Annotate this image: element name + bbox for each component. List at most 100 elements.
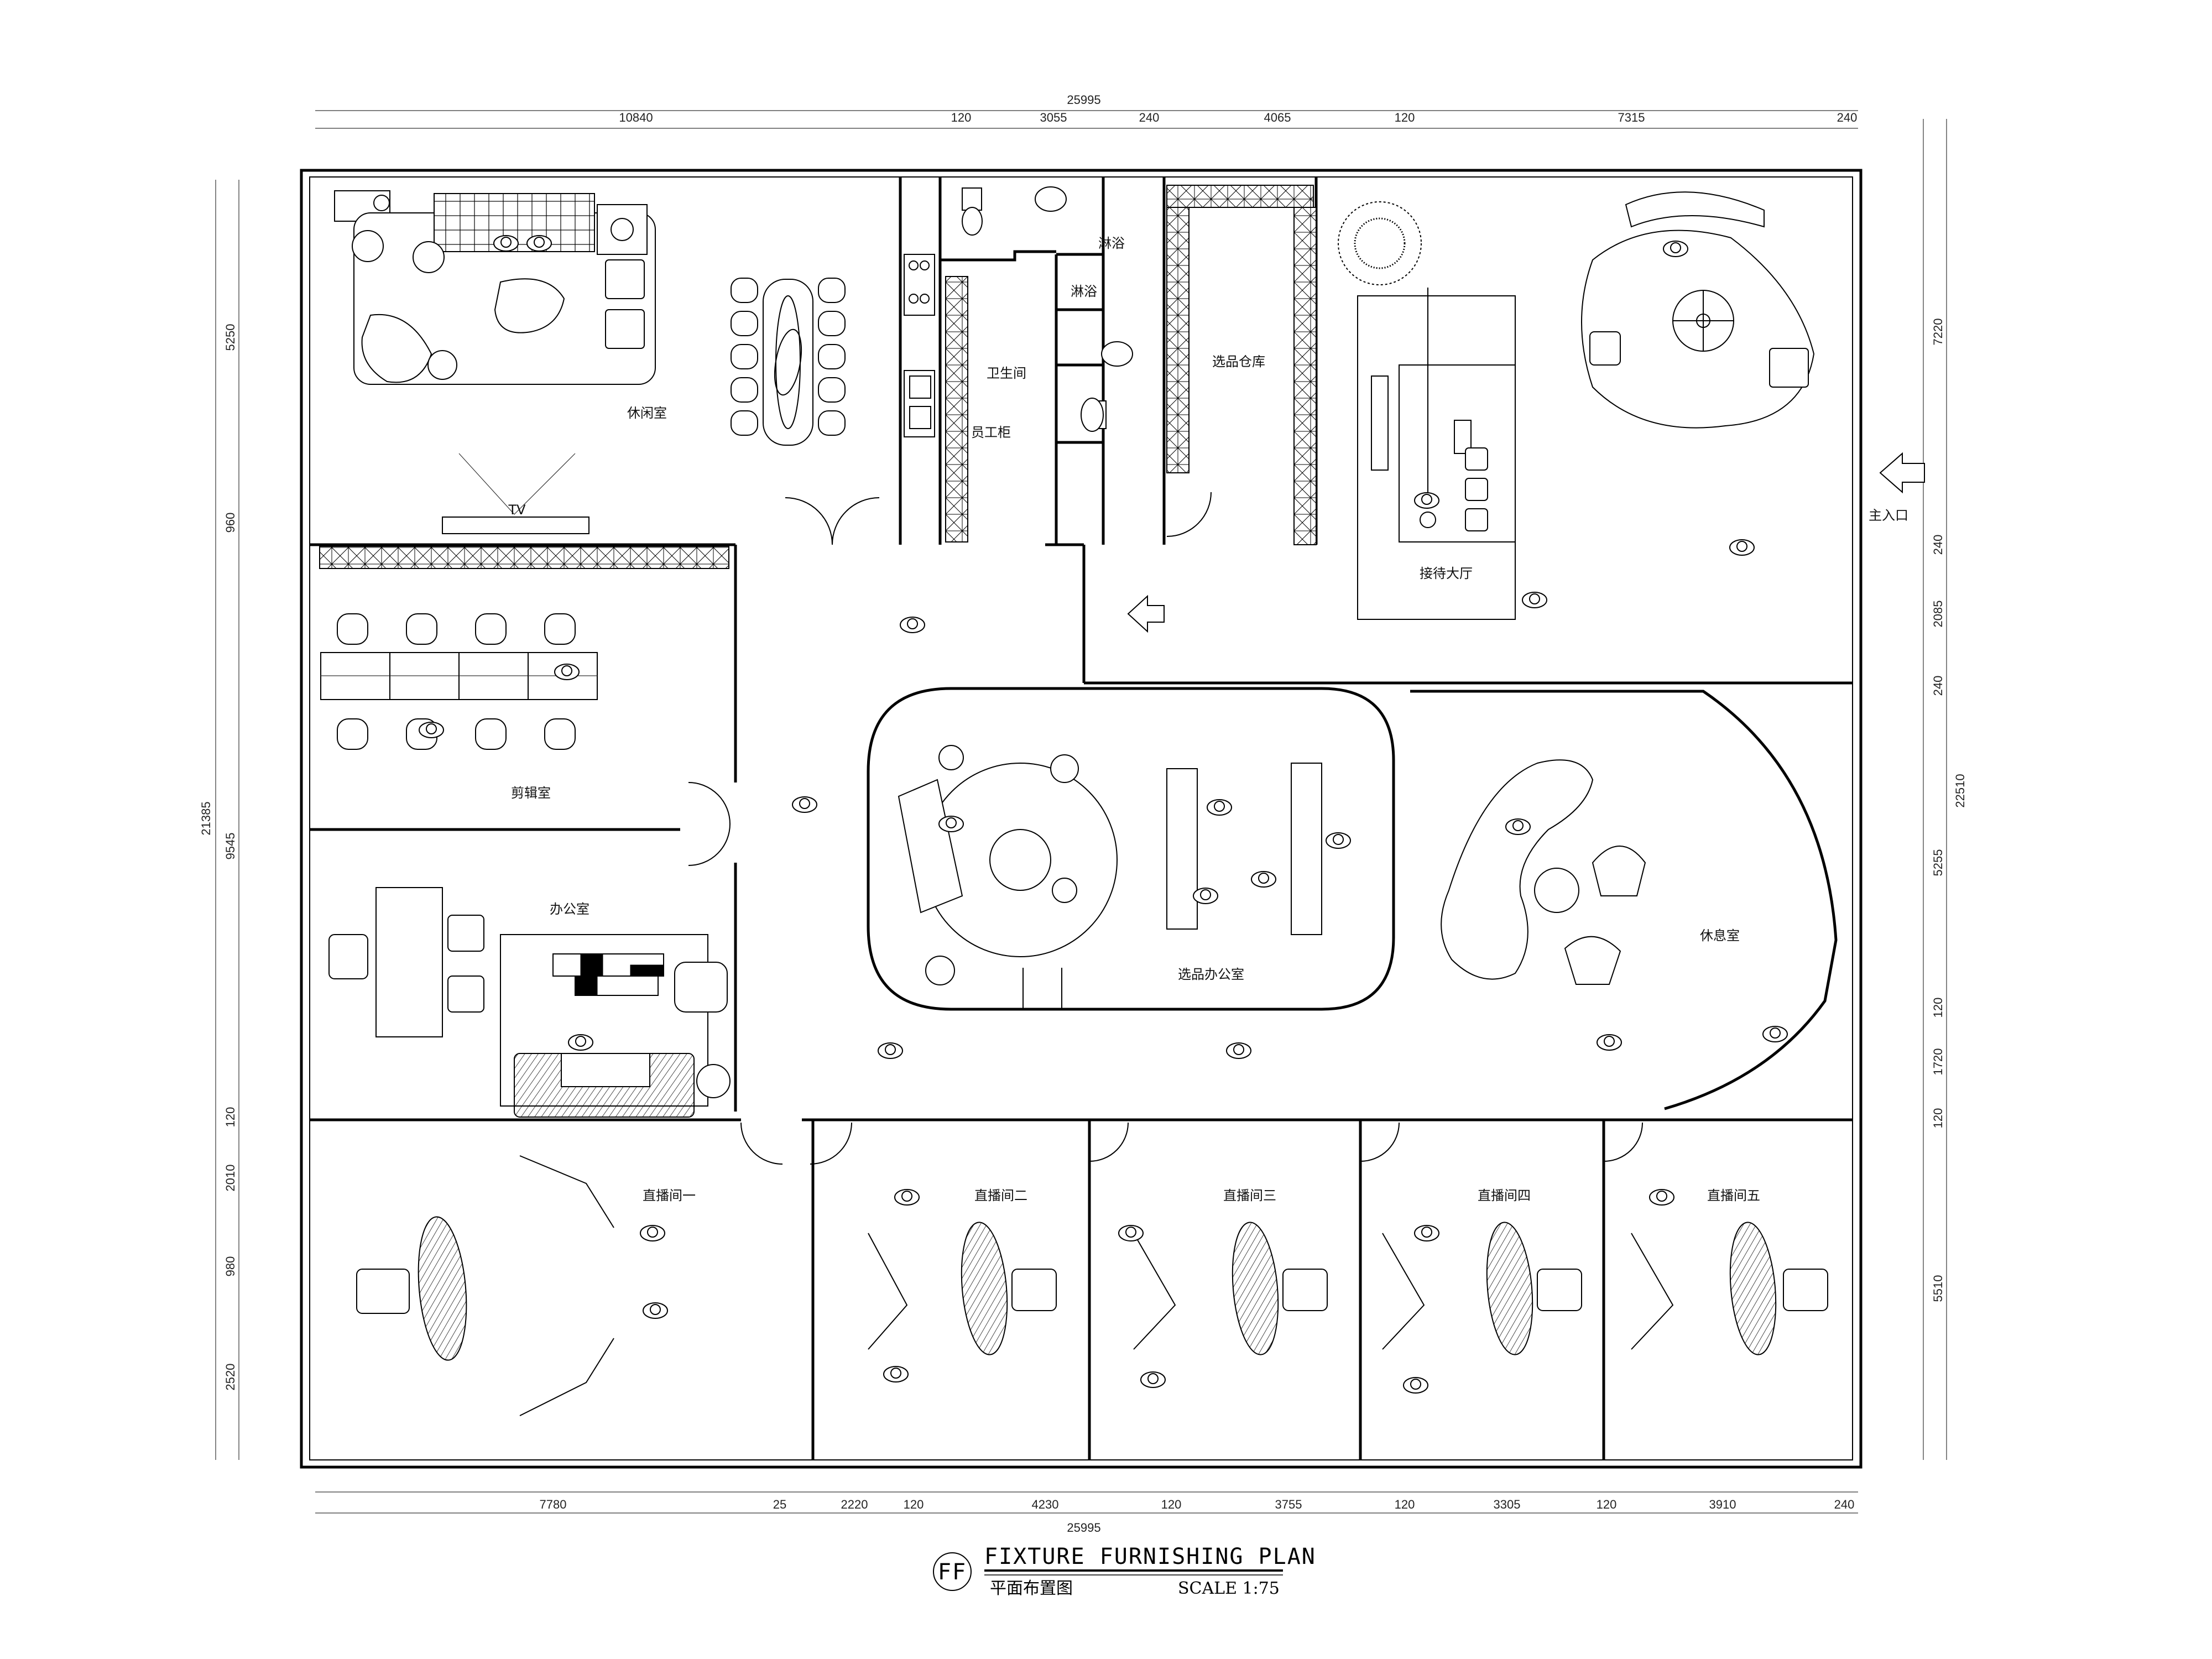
person-icon: [1414, 1225, 1439, 1241]
dim-right-seg-8: 120: [1931, 1108, 1945, 1129]
person-icon: [1118, 1225, 1144, 1241]
dimension-right: 22510 7220 240 2085 240 5255 120 1720 12…: [1923, 119, 1967, 1460]
person-icon: [792, 796, 817, 813]
room-selection-office: 选品办公室: [867, 687, 1395, 1011]
room-reception: 接待大厅 主入口: [1127, 191, 1925, 633]
room-live-2: 直播间二: [868, 1188, 1057, 1355]
room-restroom: 淋浴 淋浴 卫生间 员工柜: [904, 186, 1133, 542]
person-icon: [894, 1189, 920, 1206]
dim-top-seg-7: 7315: [1618, 111, 1645, 124]
room-editing: 剪辑室: [320, 613, 598, 801]
dim-left-seg-4: 120: [223, 1107, 237, 1128]
dim-right-seg-4: 240: [1931, 676, 1945, 696]
room-lounge: TV 休闲室: [334, 190, 846, 534]
label-lounge: 休闲室: [627, 405, 667, 421]
dim-bottom-seg-10: 120: [1597, 1498, 1617, 1511]
room-live-1: 直播间一: [356, 1155, 696, 1416]
dim-bottom-seg-3: 2220: [841, 1498, 868, 1511]
chair-icon: [731, 278, 758, 303]
chair-icon: [406, 613, 437, 645]
dim-top-seg-1: 10840: [619, 111, 653, 124]
chair-icon: [731, 377, 758, 403]
chair-icon: [818, 311, 846, 336]
person-icon: [1522, 592, 1547, 608]
person-icon: [640, 1225, 665, 1241]
person-icon: [493, 235, 519, 252]
label-shower-1: 淋浴: [1098, 236, 1125, 251]
person-icon: [1207, 799, 1232, 816]
person-icon: [1251, 871, 1276, 888]
chair-icon: [818, 410, 846, 436]
label-selection-office: 选品办公室: [1178, 967, 1244, 982]
people-layer: [419, 235, 1788, 1394]
room-live-3: 直播间三: [1133, 1188, 1328, 1355]
room-live-4: 直播间四: [1382, 1188, 1582, 1355]
entrance-arrow-icon[interactable]: [1879, 452, 1925, 494]
dim-right-seg-2: 240: [1931, 535, 1945, 555]
room-rest: 休息室: [1410, 690, 1838, 1110]
chair-icon: [731, 344, 758, 369]
chair-icon: [818, 377, 846, 403]
person-icon: [1226, 1042, 1251, 1059]
dim-bottom-seg-9: 3305: [1494, 1498, 1521, 1511]
person-icon: [883, 1366, 909, 1383]
title-english: FIXTURE FURNISHING PLAN: [984, 1544, 1316, 1569]
dim-bottom-seg-1: 7780: [540, 1498, 567, 1511]
outer-walls: [300, 169, 1863, 1469]
dim-bottom-total: 25995: [1067, 1521, 1100, 1535]
dim-right-seg-3: 2085: [1931, 601, 1945, 628]
person-icon: [900, 617, 925, 633]
room-warehouse: 选品仓库: [1212, 354, 1265, 369]
room-live-5: 直播间五: [1631, 1188, 1828, 1355]
person-icon: [643, 1302, 668, 1319]
dim-right-seg-7: 1720: [1931, 1048, 1945, 1076]
dimension-bottom: 25995 7780 25 2220 120 4230 120 3755 120…: [315, 1491, 1858, 1535]
tv-label: TV: [508, 502, 526, 518]
dim-bottom-seg-8: 120: [1395, 1498, 1415, 1511]
label-entrance: 主入口: [1869, 508, 1908, 523]
label-live-3: 直播间三: [1223, 1188, 1276, 1203]
interior-walls: [310, 177, 1853, 1460]
person-icon: [1193, 888, 1218, 904]
dim-left-seg-3: 9545: [223, 833, 237, 860]
dim-right-seg-6: 120: [1931, 998, 1945, 1018]
title-badge: FF: [938, 1559, 967, 1585]
dim-left-seg-7: 2520: [223, 1364, 237, 1391]
room-office: 办公室: [328, 887, 731, 1118]
label-reception: 接待大厅: [1420, 566, 1473, 581]
label-restroom: 卫生间: [987, 366, 1026, 381]
label-office: 办公室: [550, 901, 589, 917]
chair-icon: [475, 718, 507, 750]
label-shower-2: 淋浴: [1071, 284, 1097, 299]
dim-left-seg-2: 960: [223, 513, 237, 533]
person-icon: [1729, 539, 1755, 556]
person-icon: [1403, 1377, 1428, 1394]
dim-top-seg-5: 4065: [1264, 111, 1291, 124]
dim-right-seg-9: 5510: [1931, 1275, 1945, 1302]
dimension-top: 25995 10840 120 3055 240 4065 120 7315 2…: [315, 93, 1858, 129]
label-staff-cabinet: 员工柜: [971, 425, 1011, 440]
doors: [688, 492, 1643, 1165]
dim-bottom-seg-4: 120: [904, 1498, 924, 1511]
dim-left-total: 21385: [199, 801, 213, 835]
chair-icon: [475, 613, 507, 645]
chair-icon: [544, 613, 576, 645]
dim-top-seg-2: 120: [951, 111, 972, 124]
person-icon: [938, 816, 964, 832]
person-icon: [1663, 241, 1688, 257]
label-live-2: 直播间二: [974, 1188, 1027, 1203]
dim-bottom-seg-12: 240: [1834, 1498, 1855, 1511]
dim-bottom-seg-11: 3910: [1709, 1498, 1736, 1511]
person-icon: [419, 722, 444, 738]
person-icon: [1597, 1034, 1622, 1051]
person-icon: [1762, 1026, 1788, 1042]
label-live-4: 直播间四: [1478, 1188, 1531, 1203]
chair-icon: [818, 344, 846, 369]
person-icon: [568, 1034, 593, 1051]
label-rest-room: 休息室: [1700, 928, 1740, 943]
chair-icon: [818, 278, 846, 303]
person-icon: [554, 664, 580, 680]
dim-top-seg-3: 3055: [1040, 111, 1067, 124]
title-chinese: 平面布置图: [990, 1579, 1073, 1598]
